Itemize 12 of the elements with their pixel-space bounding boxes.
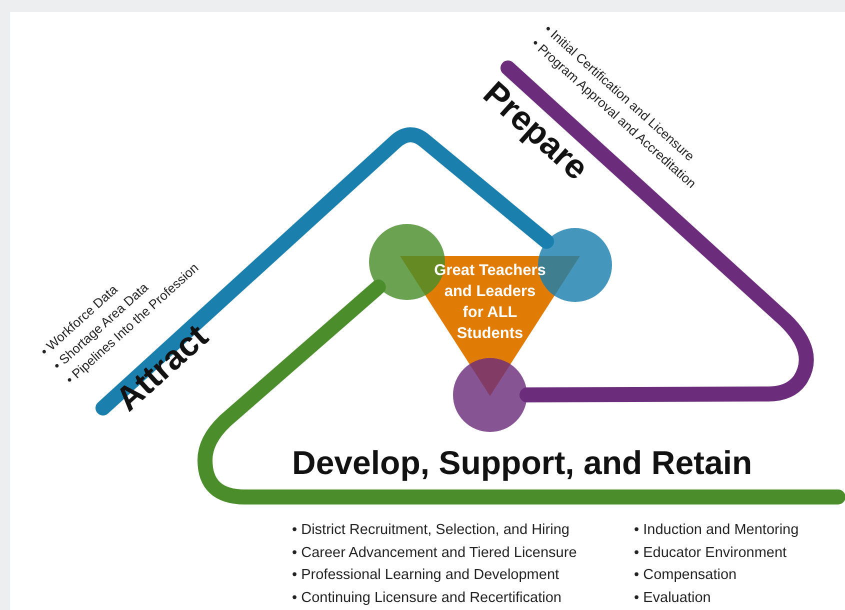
band-line <box>198 280 845 504</box>
bullet-item: • Induction and Mentoring <box>634 521 799 540</box>
bullet-item: • District Recruitment, Selection, and Hiring <box>292 521 570 540</box>
bullet-item: • Educator Environment <box>634 544 788 562</box>
band-line <box>500 60 814 402</box>
heading: Develop, Support, and Retain <box>292 446 752 479</box>
bullet-item: • Career Advancement and Tiered Licensure <box>292 544 577 562</box>
band-line <box>96 127 554 416</box>
bullet-item: • Evaluation <box>634 588 712 608</box>
bullet-item: • Continuing Licensure and Recertification <box>292 588 562 608</box>
bullet-item: • Professional Learning and Development <box>292 566 560 585</box>
bullet-item: • Compensation <box>634 566 738 585</box>
